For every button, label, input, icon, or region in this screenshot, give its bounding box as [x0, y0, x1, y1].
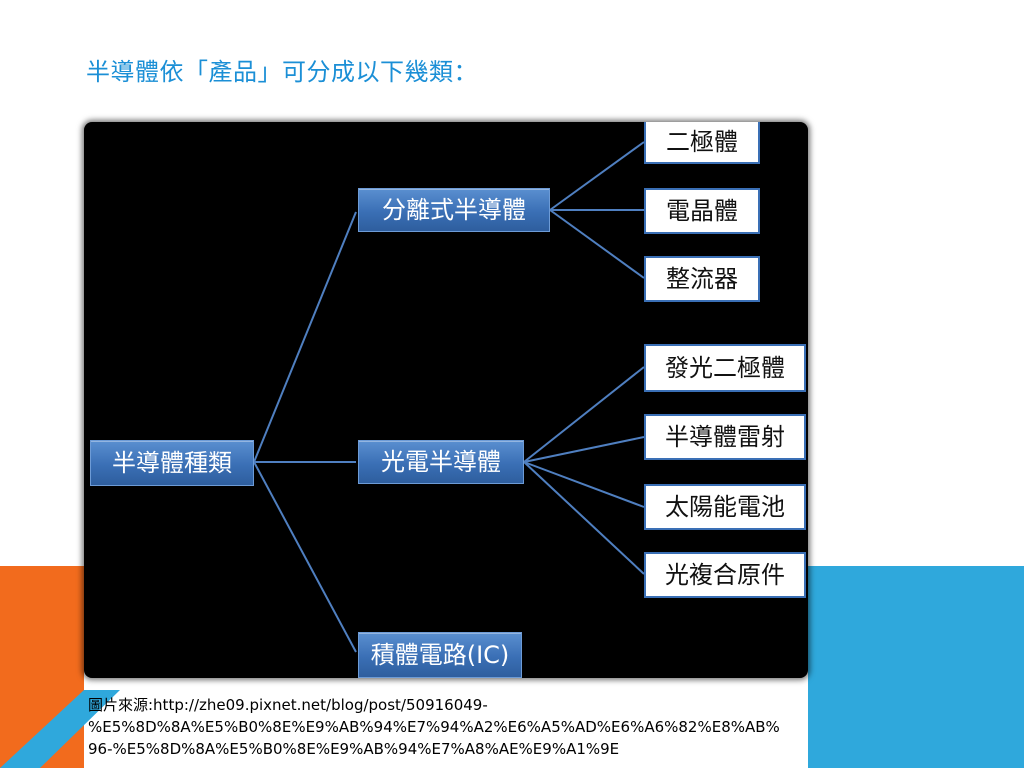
node-child-photo-composite: 光複合原件 [644, 552, 806, 598]
connector-root-branch3 [253, 461, 357, 653]
node-child-laser: 半導體雷射 [644, 414, 806, 460]
node-root: 半導體種類 [90, 440, 254, 486]
node-child-solar-cell: 太陽能電池 [644, 484, 806, 530]
node-branch-optoelectronic: 光電半導體 [358, 440, 524, 484]
caption-line-3: 96-%E5%8D%8A%E5%B0%8E%E9%AB%94%E7%A8%AE%… [88, 740, 620, 758]
connector-branch1-child3 [549, 209, 645, 279]
node-child-led: 發光二極體 [644, 344, 806, 392]
slide-title: 半導體依「產品」可分成以下幾類： [86, 58, 478, 86]
connector-root-branch1 [253, 211, 357, 463]
blue-accent-shape [808, 566, 1024, 768]
connector-branch2-child4 [523, 461, 645, 575]
caption-line-1: 圖片來源:http://zhe09.pixnet.net/blog/post/5… [88, 696, 488, 714]
connector-branch2-child1 [523, 366, 645, 463]
connector-branch1-child1 [549, 141, 645, 211]
caption-line-2: %E5%8D%8A%E5%B0%8E%E9%AB%94%E7%94%A2%E6%… [88, 718, 780, 736]
connector-branch2-child3 [523, 461, 645, 508]
hierarchy-diagram: 半導體種類 分離式半導體 光電半導體 積體電路(IC) 二極體 電晶體 整流器 … [84, 122, 808, 678]
node-child-diode: 二極體 [644, 122, 760, 164]
diagram-connectors [253, 141, 645, 653]
node-branch-ic: 積體電路(IC) [358, 632, 522, 678]
node-child-rectifier: 整流器 [644, 256, 760, 302]
connector-branch2-child2 [523, 436, 645, 463]
node-branch-discrete: 分離式半導體 [358, 188, 550, 232]
image-source-caption: 圖片來源:http://zhe09.pixnet.net/blog/post/5… [88, 694, 868, 760]
node-child-transistor: 電晶體 [644, 188, 760, 234]
blue-diagonal-shape [0, 690, 120, 768]
